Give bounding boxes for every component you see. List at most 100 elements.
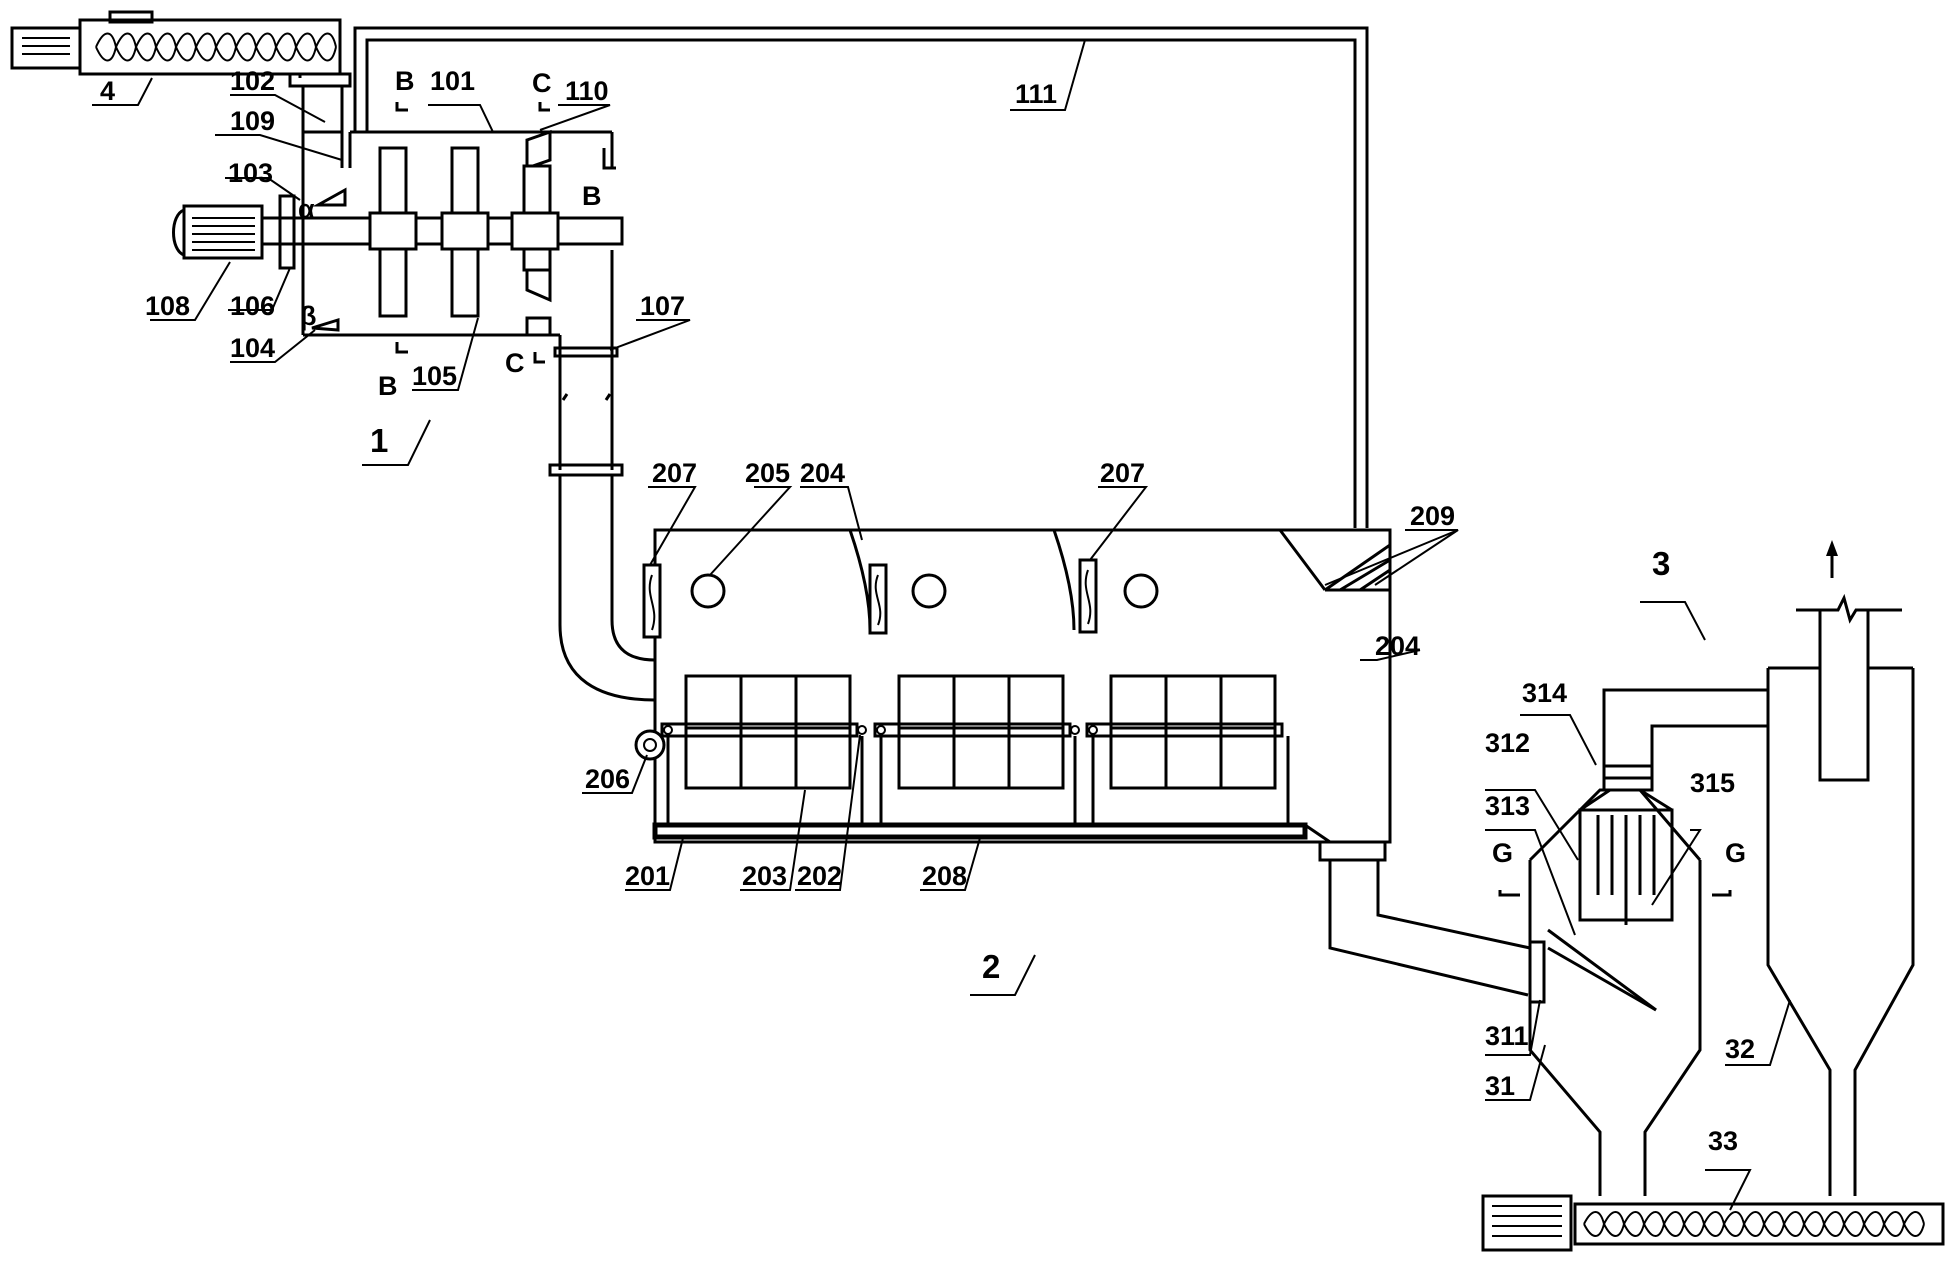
label-311: 311 [1485,1021,1529,1051]
crusher-1 [172,86,656,702]
label-314: 314 [1522,678,1567,708]
baffle-204-2 [1052,529,1076,631]
separator-3 [1481,540,1945,1252]
baffle-204-1 [848,529,872,631]
label-315: 315 [1690,768,1735,798]
label-4: 4 [100,76,115,106]
label-208: 208 [922,861,967,891]
conveyor-202-2 [873,722,1072,738]
flange-107 [553,346,619,358]
hub-1 [368,211,418,251]
conveyor-202-1 [660,722,859,738]
exhaust-stack [1818,610,1870,782]
label-b-bottom: B [378,371,398,401]
conveyor-barrel-33 [1573,1202,1945,1246]
dryer-body-204 [653,528,1392,844]
label-beta: β [300,301,316,331]
motor-206 [634,729,666,761]
dryer-2 [634,528,1531,997]
label-205: 205 [745,458,790,488]
conveyor-screw-33 [1583,1211,1925,1227]
outlet-pipe-bend-inner [610,475,656,662]
outlet-baffle-209 [1278,529,1327,591]
feeder-barrel [78,18,342,76]
duct-inner [365,38,1357,528]
duct-inner-to-32 [1650,724,1768,766]
conveyor-202-3 [1085,722,1284,738]
label-b-right: B [582,181,602,211]
label-c-top: C [532,68,552,98]
cyclone-inlet-311 [1528,940,1546,1004]
conveyor-motor-33 [1481,1194,1573,1252]
cyclone-31-right [1643,860,1702,1196]
section-g-right-mark [1712,890,1732,897]
section-g-left-mark [1498,890,1520,897]
label-c-bottom: C [505,348,525,378]
label-111: 111 [1015,79,1057,109]
label-1: 1 [370,422,388,459]
screen-110-top [525,129,552,171]
return-duct-111 [353,26,1369,528]
label-313: 313 [1485,791,1530,821]
label-101: 101 [430,66,475,96]
duct-outer-to-32 [1602,688,1768,766]
outlet-pipe-bend-outer [558,475,656,702]
duct-outer [353,26,1369,528]
hub-2 [440,211,490,251]
feeder-outlet-flange [288,72,352,88]
section-b-top-mark [395,102,408,112]
screw-feeder-4 [10,10,352,88]
label-105: 105 [412,361,457,391]
label-102: 102 [230,66,275,96]
tray-group-2 [897,674,1065,790]
leader-lines [92,39,1791,1211]
label-207-left: 207 [652,458,697,488]
label-209: 209 [1410,501,1455,531]
label-107: 107 [640,291,685,321]
exhaust-arrow-head [1826,540,1838,556]
separator-32-right [1853,668,1915,1196]
label-g-right: G [1725,838,1746,868]
label-203: 203 [742,861,787,891]
section-c-top-mark [538,102,550,112]
label-109: 109 [230,106,275,136]
heater-205-1 [690,573,726,609]
label-204-top: 204 [800,458,845,488]
label-312: 312 [1485,728,1530,758]
label-104: 104 [230,333,275,363]
heater-205-3 [1123,573,1159,609]
label-2: 2 [982,948,1000,985]
separator-32-left [1766,668,1832,1196]
label-207-mid: 207 [1100,458,1145,488]
label-108: 108 [145,291,190,321]
label-alpha: α [298,194,315,224]
deflector-313 [1547,928,1657,1012]
label-b-top: B [395,66,415,96]
heater-205-2 [911,573,947,609]
guide-104 [311,317,340,332]
flange-lower [548,463,624,477]
flange-106 [278,194,296,270]
stack-break [1796,593,1902,624]
feeder-hopper [108,10,154,24]
tray-group-3 [1109,674,1277,790]
section-b-right-mark [602,148,616,170]
label-201: 201 [625,861,670,891]
section-c-bottom-mark [533,352,545,364]
label-32: 32 [1725,1034,1755,1064]
feeder-motor [10,26,82,70]
label-206: 206 [585,764,630,794]
label-g-left: G [1492,838,1513,868]
guide-103 [312,187,347,207]
label-33: 33 [1708,1126,1738,1156]
inlet-chute-102 [301,86,344,134]
label-3: 3 [1652,545,1670,582]
label-202: 202 [797,861,842,891]
label-204-right: 204 [1375,631,1420,661]
label-31: 31 [1485,1071,1515,1101]
label-106: 106 [230,291,275,321]
section-b-bottom-mark [395,342,408,354]
label-103: 103 [228,158,273,188]
